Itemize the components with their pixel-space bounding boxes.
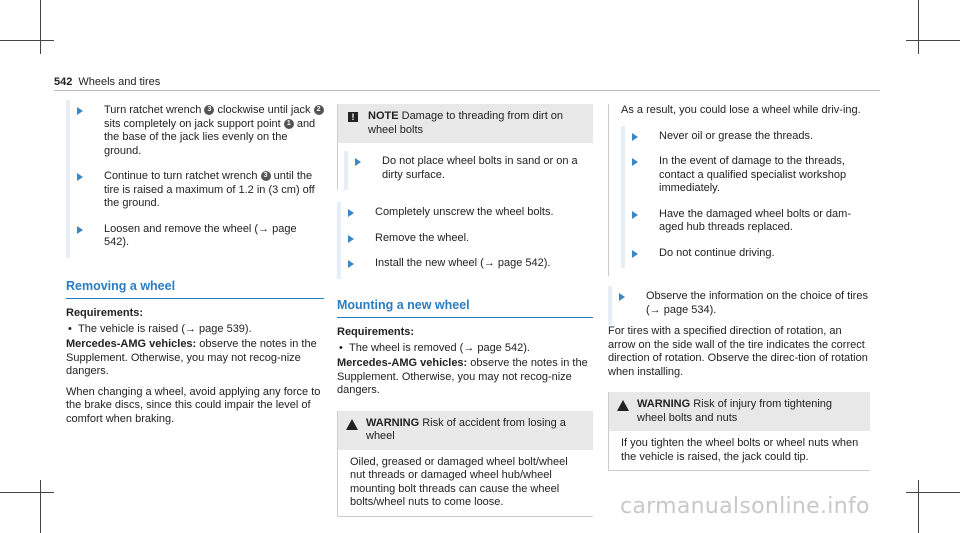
step-text: Do not continue driving.	[659, 246, 775, 259]
step-text: Turn ratchet wrench 3 clockwise until ja…	[104, 104, 324, 158]
instruction-step: Have the damaged wheel bolts or dam-aged…	[621, 203, 870, 243]
section-title: Mounting a new wheel	[337, 298, 593, 318]
instruction-step: Completely unscrew the wheel bolts.	[337, 202, 593, 228]
note-header: ! NOTE Damage to threading from dirt on …	[338, 104, 593, 143]
step-text: Do not place wheel bolts in sand or on a…	[382, 155, 578, 181]
step-arrow-icon	[355, 158, 361, 166]
crop-mark	[0, 40, 54, 41]
step-text: Have the damaged wheel bolts or dam-aged…	[659, 207, 851, 234]
step-arrow-icon	[632, 210, 638, 219]
instruction-step: Do not continue driving.	[621, 242, 870, 269]
instruction-step: Remove the wheel.	[337, 227, 593, 254]
step-text: Never oil or grease the threads.	[659, 129, 814, 142]
step-arrow-icon	[632, 249, 638, 258]
crop-mark	[0, 492, 54, 493]
warning-body: Oiled, greased or damaged wheel bolt/whe…	[350, 455, 568, 509]
note-box: ! NOTE Damage to threading from dirt on …	[337, 104, 593, 190]
instruction-step: Continue to turn ratchet wrench 3 until …	[66, 166, 324, 219]
step-arrow-icon	[348, 209, 354, 217]
warning-box: WARNING Risk of accident from losing a w…	[337, 410, 593, 517]
warning-triangle-icon	[617, 400, 629, 411]
instruction-step: Never oil or grease the threads.	[621, 125, 870, 152]
step-arrow-icon	[77, 173, 83, 181]
instruction-step: Turn ratchet wrench 3 clockwise until ja…	[66, 100, 324, 166]
step-text: Remove the wheel.	[375, 231, 470, 244]
instruction-step: Observe the information on the choice of…	[608, 286, 870, 325]
paragraph: For tires with a specified direction of …	[608, 325, 868, 378]
step-text: Observe the information on the choice of…	[646, 290, 868, 316]
step-text: Loosen and remove the wheel (→ page 542)…	[104, 222, 297, 249]
step-text: Install the new wheel (→ page 542).	[375, 257, 551, 269]
amg-note: Mercedes-AMG vehicles: observe the notes…	[337, 357, 588, 396]
instruction-step: In the event of damage to the threads, c…	[621, 151, 870, 204]
callout-3-icon: 3	[260, 171, 271, 182]
instruction-step: Loosen and remove the wheel (→ page 542)…	[66, 218, 324, 258]
step-arrow-icon	[632, 132, 638, 141]
step-arrow-icon	[619, 293, 625, 301]
section-title: Removing a wheel	[66, 279, 324, 299]
warning-header: WARNING Risk of injury from tightening w…	[609, 392, 870, 431]
warning-body: If you tighten the wheel bolts or wheel …	[621, 437, 859, 463]
step-arrow-icon	[77, 107, 83, 115]
crop-mark	[40, 0, 41, 54]
page-number: 542	[54, 76, 73, 88]
callout-2-icon: 2	[313, 105, 324, 116]
header-divider	[54, 90, 880, 91]
warning-triangle-icon	[346, 418, 358, 430]
column-3: As a result, you could lose a wheel whil…	[608, 104, 870, 471]
callout-3-icon: 3	[204, 105, 215, 116]
watermark: carmanualsonline.info	[620, 494, 870, 519]
callout-1-icon: 1	[283, 118, 294, 129]
warning-header: WARNING Risk of accident from losing a w…	[338, 410, 593, 450]
amg-note: Mercedes-AMG vehicles: observe the notes…	[66, 338, 317, 377]
step-arrow-icon	[348, 234, 354, 243]
column-2: ! NOTE Damage to threading from dirt on …	[337, 104, 593, 517]
crop-mark	[906, 492, 960, 493]
note-icon: !	[348, 112, 358, 122]
column-1: Turn ratchet wrench 3 clockwise until ja…	[66, 100, 324, 433]
instruction-step: Do not place wheel bolts in sand or on a…	[344, 151, 593, 190]
page-header: 542 Wheels and tires	[54, 76, 160, 90]
requirement-item: The vehicle is raised (→ page 539).	[66, 323, 324, 337]
step-arrow-icon	[632, 158, 638, 166]
step-arrow-icon	[348, 260, 354, 268]
crop-mark	[40, 480, 41, 533]
paragraph: As a result, you could lose a wheel whil…	[621, 104, 861, 116]
warning-box: WARNING Risk of injury from tightening w…	[608, 392, 870, 471]
step-text: Completely unscrew the wheel bolts.	[375, 206, 554, 218]
section-header-title: Wheels and tires	[78, 76, 161, 88]
crop-mark	[918, 0, 919, 54]
requirements-label: Requirements:	[337, 326, 415, 338]
step-text: In the event of damage to the threads, c…	[659, 155, 847, 194]
requirement-item: The wheel is removed (→ page 542).	[337, 342, 593, 356]
step-arrow-icon	[77, 225, 83, 234]
warning-continuation: As a result, you could lose a wheel whil…	[608, 104, 870, 276]
crop-mark	[906, 40, 960, 41]
step-text: Continue to turn ratchet wrench 3 until …	[104, 170, 315, 209]
requirements-label: Requirements:	[66, 307, 144, 319]
paragraph: When changing a wheel, avoid applying an…	[66, 385, 321, 425]
crop-mark	[918, 480, 919, 533]
instruction-step: Install the new wheel (→ page 542).	[337, 253, 593, 279]
